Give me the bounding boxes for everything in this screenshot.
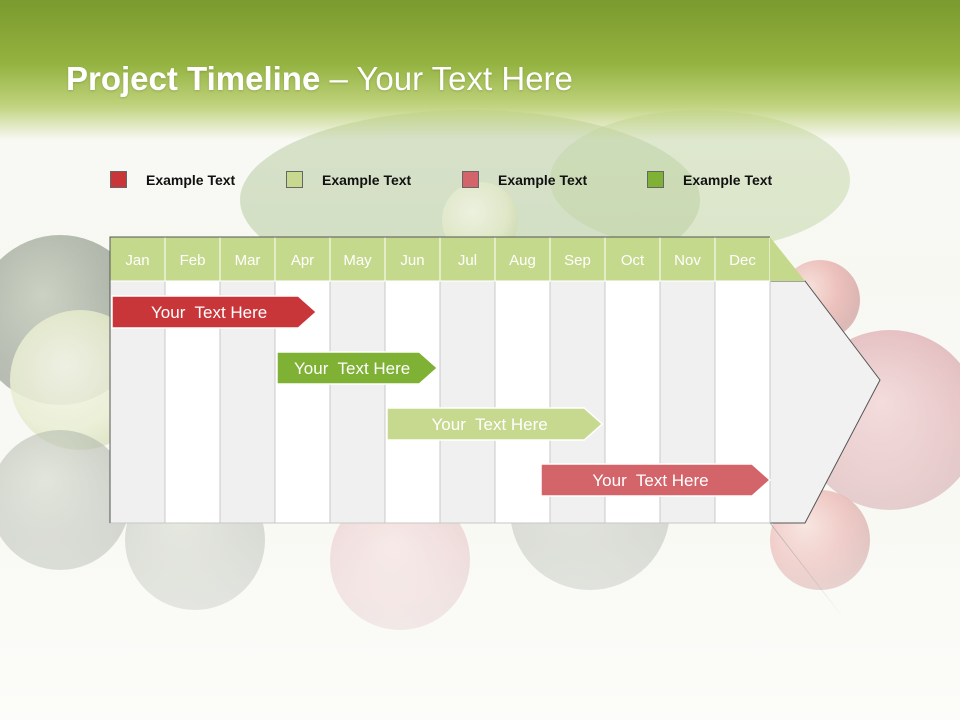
legend-swatch <box>647 171 664 188</box>
task-bar-label: Your Text Here <box>151 303 267 322</box>
legend-label: Example Text <box>322 172 412 188</box>
month-header-cell <box>494 236 551 282</box>
month-label: Jun <box>400 252 424 269</box>
legend-swatch <box>286 171 303 188</box>
month-label: May <box>343 252 372 269</box>
month-label: Aug <box>509 252 536 269</box>
legend-swatch <box>110 171 127 188</box>
task-bar-label: Your Text Here <box>432 415 548 434</box>
month-column <box>384 280 441 524</box>
month-label: Sep <box>564 252 591 269</box>
month-label: Dec <box>729 252 756 269</box>
month-label: Jan <box>125 252 149 269</box>
month-header-cell <box>274 236 331 282</box>
month-header-arrow <box>770 237 805 281</box>
page-title: Project Timeline – Your Text Here <box>66 60 573 98</box>
timeline-reflection <box>109 522 846 621</box>
title-rest: – Your Text Here <box>320 60 573 97</box>
task-bar-label: Your Text Here <box>294 359 410 378</box>
month-header-cell <box>384 236 441 282</box>
header-band <box>0 0 960 140</box>
month-header-row: Jan Feb Mar Apr May Jun Jul Aug Sep Oct Nov Dec <box>109 236 805 523</box>
task-bar <box>111 295 318 329</box>
title-bold: Project Timeline <box>66 60 321 97</box>
legend-label: Example Text <box>683 172 773 188</box>
month-label: Mar <box>235 252 261 269</box>
month-label: Oct <box>621 252 645 269</box>
month-header-cell <box>604 236 661 282</box>
legend-label: Example Text <box>498 172 588 188</box>
month-header-cell <box>219 236 276 282</box>
legend-swatch <box>462 171 479 188</box>
task-bar <box>540 463 772 497</box>
month-label: Nov <box>674 252 701 269</box>
month-label: Jul <box>458 252 477 269</box>
month-column <box>329 280 386 524</box>
month-header-cell <box>659 236 716 282</box>
legend-label: Example Text <box>146 172 236 188</box>
timeline-outline <box>109 236 770 523</box>
month-header-cell <box>714 236 771 282</box>
month-header-cell <box>164 236 221 282</box>
month-column <box>439 280 496 524</box>
month-label: Apr <box>291 252 314 269</box>
task-bar-label: Your Text Here <box>592 471 708 490</box>
task-bar <box>276 351 439 385</box>
month-label: Feb <box>180 252 206 269</box>
task-bar <box>386 407 604 441</box>
